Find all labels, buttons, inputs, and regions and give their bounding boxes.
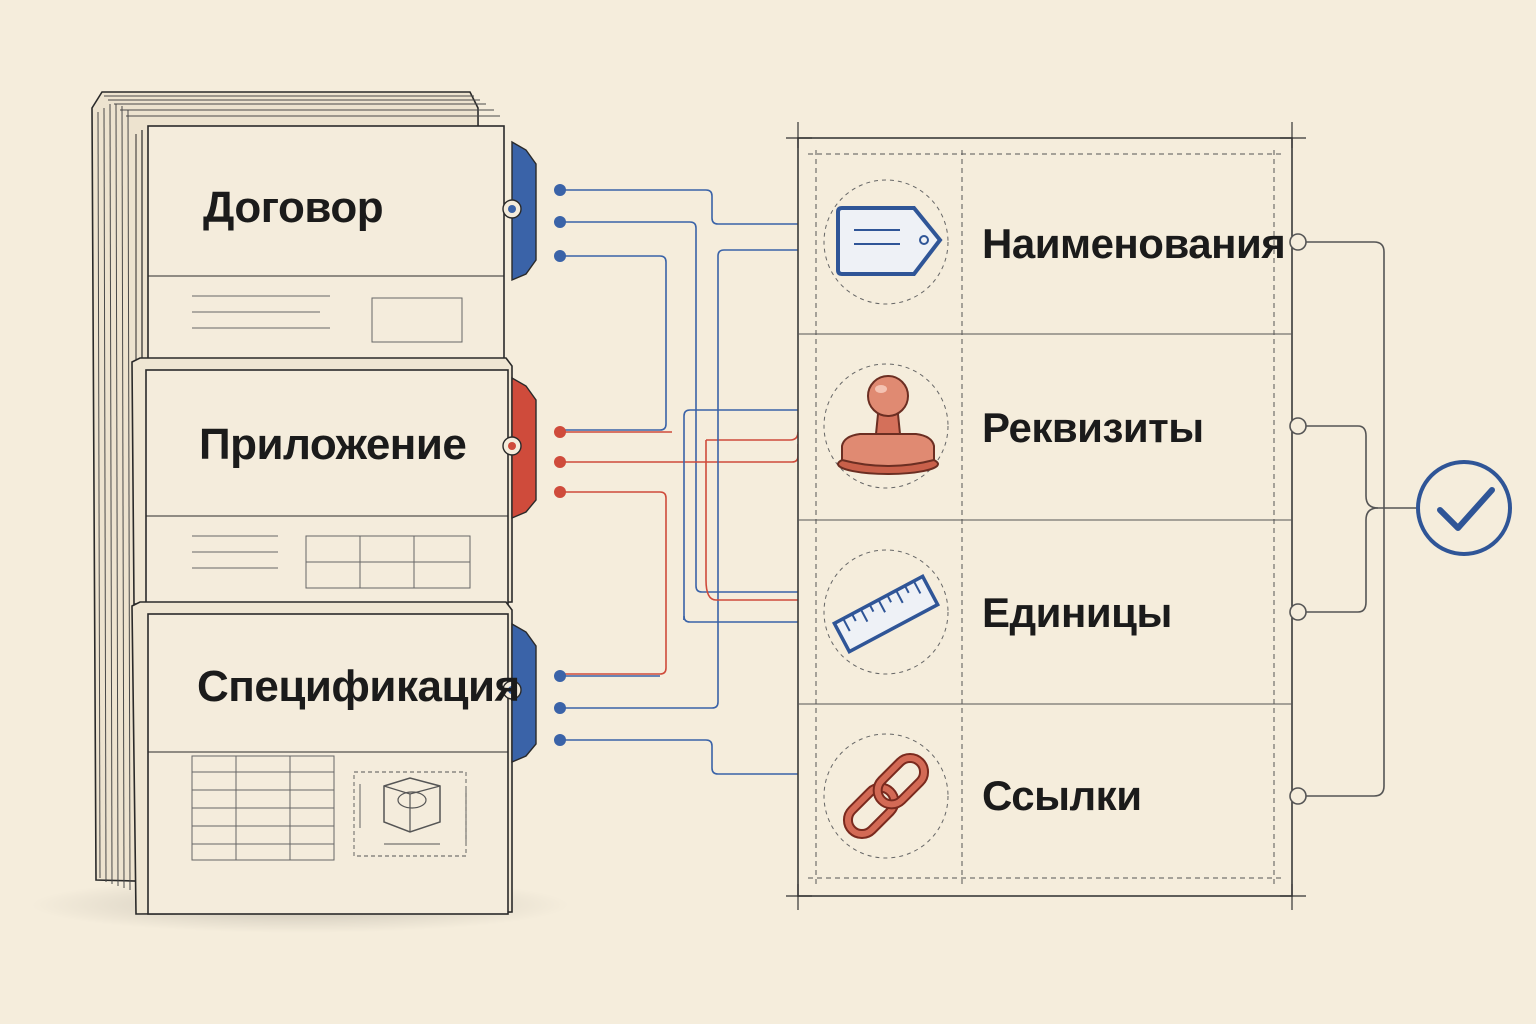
output-bracket bbox=[1306, 241, 1416, 797]
tag-icon bbox=[836, 206, 943, 276]
text-lines-placeholder bbox=[192, 535, 278, 569]
registration-marks bbox=[786, 122, 1306, 910]
signature-box bbox=[371, 297, 463, 343]
spec-table-placeholder bbox=[191, 755, 335, 861]
connector-contract-3 bbox=[560, 255, 667, 431]
field-label-links: Ссылки bbox=[982, 772, 1142, 819]
field-label-names: Наименования bbox=[982, 220, 1286, 267]
connector-contract-2 bbox=[560, 221, 798, 593]
connector-dots bbox=[554, 184, 566, 746]
row-dividers bbox=[798, 333, 1292, 705]
ruler-icon bbox=[831, 574, 941, 654]
document-card-specification bbox=[131, 601, 513, 915]
document-tabs bbox=[502, 140, 537, 764]
document-card-appendix bbox=[131, 357, 513, 605]
hex-nut-drawing-icon bbox=[353, 771, 467, 857]
connector-spec-3 bbox=[560, 739, 798, 775]
document-title-appendix: Приложение bbox=[199, 420, 467, 469]
connector-appendix-3 bbox=[560, 491, 667, 675]
tab-specification bbox=[511, 622, 537, 764]
tab-appendix bbox=[511, 376, 537, 520]
field-label-requisites: Реквизиты bbox=[982, 404, 1204, 451]
connector-spec-2 bbox=[560, 249, 798, 709]
checkmark-circle-icon bbox=[1416, 460, 1512, 556]
connector-appendix-2 bbox=[560, 444, 799, 463]
table-placeholder bbox=[305, 535, 471, 589]
tab-contract bbox=[511, 140, 537, 282]
document-title-specification: Спецификация bbox=[197, 662, 520, 711]
panel-guides bbox=[808, 150, 1284, 884]
document-stack bbox=[91, 91, 513, 915]
icon-circles bbox=[823, 179, 949, 859]
text-lines-placeholder bbox=[192, 295, 330, 329]
field-label-units: Единицы bbox=[982, 589, 1172, 636]
stamp-icon bbox=[837, 375, 939, 475]
connector-lines bbox=[560, 189, 799, 775]
output-ports bbox=[1289, 233, 1307, 805]
document-title-contract: Договор bbox=[203, 183, 384, 232]
chain-link-icon bbox=[842, 752, 930, 840]
document-card-contract bbox=[135, 125, 505, 365]
connector-contract-1 bbox=[560, 189, 798, 225]
page-edges bbox=[97, 95, 500, 891]
